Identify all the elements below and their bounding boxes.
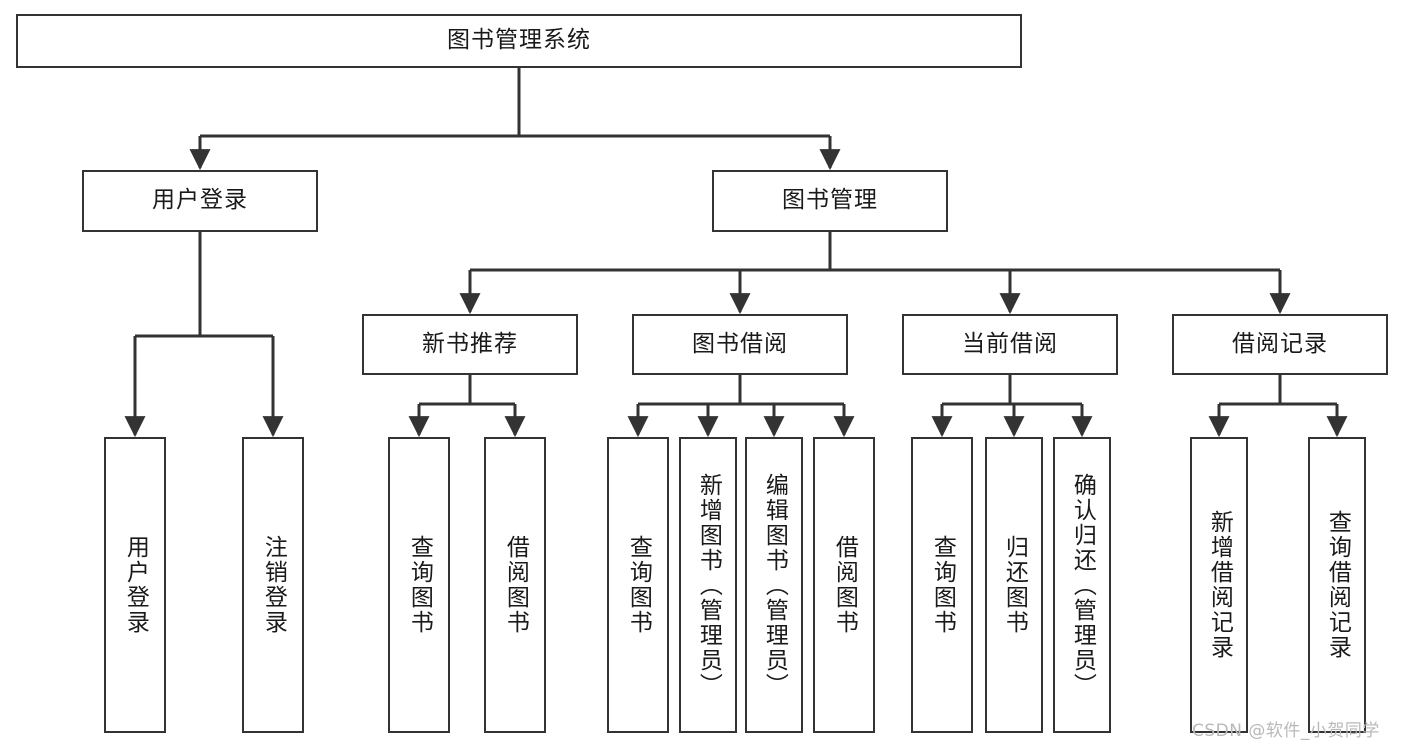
- leaf-add-borrow-record-label: 新增借阅记录: [1206, 510, 1233, 660]
- leaf-borrow-book-label: 借阅图书: [831, 535, 858, 635]
- leaf-return-book[interactable]: 归还图书: [985, 437, 1043, 733]
- leaf-logout-label: 注销登录: [260, 535, 287, 635]
- node-user-login[interactable]: 用户登录: [82, 170, 318, 232]
- leaf-query-book-current[interactable]: 查询图书: [911, 437, 973, 733]
- node-book-management-label: 图书管理: [782, 187, 878, 214]
- leaf-query-book-borrow-label: 查询图书: [625, 535, 652, 635]
- node-new-book-recommend-label: 新书推荐: [422, 330, 518, 357]
- node-book-borrow-label: 图书借阅: [692, 330, 788, 357]
- node-book-borrow[interactable]: 图书借阅: [632, 314, 848, 375]
- leaf-query-borrow-record-label: 查询借阅记录: [1324, 510, 1351, 660]
- node-root[interactable]: 图书管理系统: [16, 14, 1022, 68]
- leaf-return-book-label: 归还图书: [1001, 535, 1028, 635]
- node-borrow-record-label: 借阅记录: [1232, 330, 1328, 357]
- node-root-label: 图书管理系统: [447, 27, 591, 54]
- csdn-watermark: CSDN @软件_小贺同学: [1192, 721, 1380, 741]
- leaf-borrow-book-recommend[interactable]: 借阅图书: [484, 437, 546, 733]
- node-book-management[interactable]: 图书管理: [712, 170, 948, 232]
- leaf-logout[interactable]: 注销登录: [242, 437, 304, 733]
- leaf-user-login[interactable]: 用户登录: [104, 437, 166, 733]
- leaf-add-borrow-record[interactable]: 新增借阅记录: [1190, 437, 1248, 733]
- leaf-query-borrow-record[interactable]: 查询借阅记录: [1308, 437, 1366, 733]
- leaf-borrow-book[interactable]: 借阅图书: [813, 437, 875, 733]
- leaf-query-book-current-label: 查询图书: [929, 535, 956, 635]
- leaf-query-book-recommend[interactable]: 查询图书: [388, 437, 450, 733]
- leaf-confirm-return-admin[interactable]: 确认归还（管理员）: [1053, 437, 1111, 733]
- leaf-query-book-recommend-label: 查询图书: [406, 535, 433, 635]
- node-new-book-recommend[interactable]: 新书推荐: [362, 314, 578, 375]
- leaf-confirm-return-admin-label: 确认归还（管理员）: [1069, 472, 1096, 698]
- leaf-borrow-book-recommend-label: 借阅图书: [502, 535, 529, 635]
- node-borrow-record[interactable]: 借阅记录: [1172, 314, 1388, 375]
- leaf-user-login-label: 用户登录: [122, 535, 149, 635]
- leaf-query-book-borrow[interactable]: 查询图书: [607, 437, 669, 733]
- node-user-login-label: 用户登录: [152, 187, 248, 214]
- leaf-edit-book-admin-label: 编辑图书（管理员）: [761, 472, 788, 698]
- leaf-edit-book-admin[interactable]: 编辑图书（管理员）: [745, 437, 803, 733]
- node-current-borrow[interactable]: 当前借阅: [902, 314, 1118, 375]
- node-current-borrow-label: 当前借阅: [962, 330, 1058, 357]
- leaf-add-book-admin-label: 新增图书（管理员）: [695, 472, 722, 698]
- leaf-add-book-admin[interactable]: 新增图书（管理员）: [679, 437, 737, 733]
